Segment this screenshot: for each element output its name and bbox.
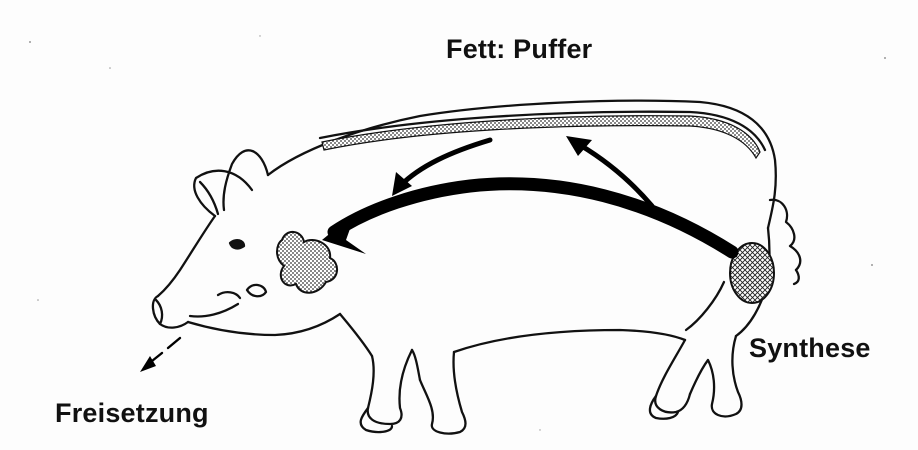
pig-outline	[153, 101, 800, 434]
label-fat-buffer: Fett: Puffer	[446, 34, 592, 65]
label-release: Freisetzung	[55, 398, 209, 429]
label-synthesis: Synthese	[749, 333, 871, 364]
release-arrow	[140, 338, 180, 372]
paper-specks	[29, 35, 886, 430]
main-transport-arrow	[322, 184, 732, 254]
fat-layer-band	[322, 116, 760, 158]
